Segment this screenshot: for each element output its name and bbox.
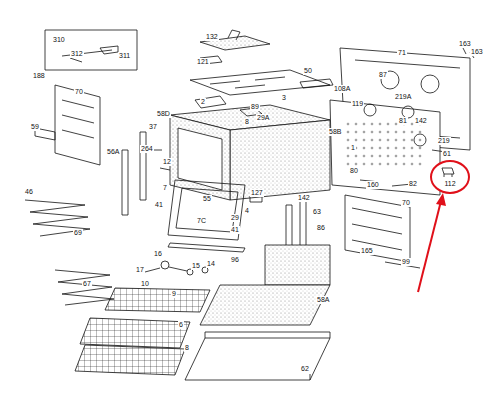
callout-number: 58A: [316, 296, 330, 304]
callout-number: 1: [350, 144, 356, 152]
callout-number: 70: [74, 88, 84, 96]
callout-number: 8: [184, 344, 190, 352]
callout-number: 89: [250, 103, 260, 111]
callout-number: 165: [360, 247, 374, 255]
callout-number: 160: [366, 181, 380, 189]
callout-number: 6: [178, 321, 184, 329]
callout-number: 2: [200, 98, 206, 106]
callout-number: 127: [250, 189, 264, 197]
callout-number: 311: [118, 52, 131, 60]
callout-number: 312: [70, 50, 84, 58]
callout-number: 29: [230, 214, 240, 222]
callout-number: 132: [205, 33, 219, 41]
callout-number: 55: [202, 195, 212, 203]
callout-number: 80: [349, 167, 359, 175]
callout-number: 82: [408, 180, 418, 188]
callout-number: 219A: [394, 93, 412, 101]
callout-number: 310: [52, 36, 66, 44]
callout-number: 10: [140, 280, 150, 288]
callout-number: 119: [351, 100, 364, 108]
callout-number: 16: [153, 250, 163, 258]
callout-number: 58D: [156, 110, 171, 118]
callout-number: 61: [442, 150, 452, 158]
callout-number: 56A: [106, 148, 120, 156]
callout-number: 3: [281, 94, 287, 102]
callout-number: 7: [162, 184, 168, 192]
callout-number: 86: [316, 224, 326, 232]
callout-number: 163: [458, 40, 472, 48]
callout-number: 219: [437, 137, 451, 145]
callout-number: 37: [148, 123, 158, 131]
callout-number: 59: [30, 123, 40, 131]
callout-number: 121: [196, 58, 210, 66]
callout-number: 9: [171, 290, 177, 298]
callout-number: 71: [397, 49, 407, 57]
callout-number: 108A: [333, 85, 351, 93]
callout-number: 63: [312, 208, 322, 216]
callout-number: 112: [432, 180, 468, 188]
highlight-circle: 112: [430, 160, 470, 194]
callout-number: 41: [154, 201, 164, 209]
callout-number: 14: [206, 260, 216, 268]
callout-number: 163: [470, 48, 484, 56]
callout-number: 142: [297, 194, 311, 202]
callout-number: 4: [244, 207, 250, 215]
callout-number: 58B: [328, 128, 342, 136]
callout-number: 15: [191, 262, 201, 270]
callout-number: 8: [244, 118, 250, 126]
callout-number: 50: [303, 67, 313, 75]
callout-number: 99: [401, 258, 411, 266]
callout-number: 29A: [256, 114, 270, 122]
callout-number: 81: [398, 117, 408, 125]
callout-number: 188: [32, 72, 46, 80]
callout-number: 264: [140, 145, 154, 153]
part-icon: [432, 162, 462, 192]
callout-number: 142: [414, 117, 428, 125]
callout-number: 87: [378, 71, 388, 79]
callout-number: 69: [73, 229, 83, 237]
callout-number: 62: [300, 365, 310, 373]
callout-number: 7C: [196, 217, 207, 225]
callout-number: 70: [401, 199, 411, 207]
callout-number: 12: [162, 158, 172, 166]
callout-number: 96: [230, 256, 240, 264]
callout-number: 46: [24, 188, 34, 196]
callout-number: 67: [82, 280, 92, 288]
callout-number: 41: [230, 226, 240, 234]
callout-number: 17: [135, 266, 145, 274]
